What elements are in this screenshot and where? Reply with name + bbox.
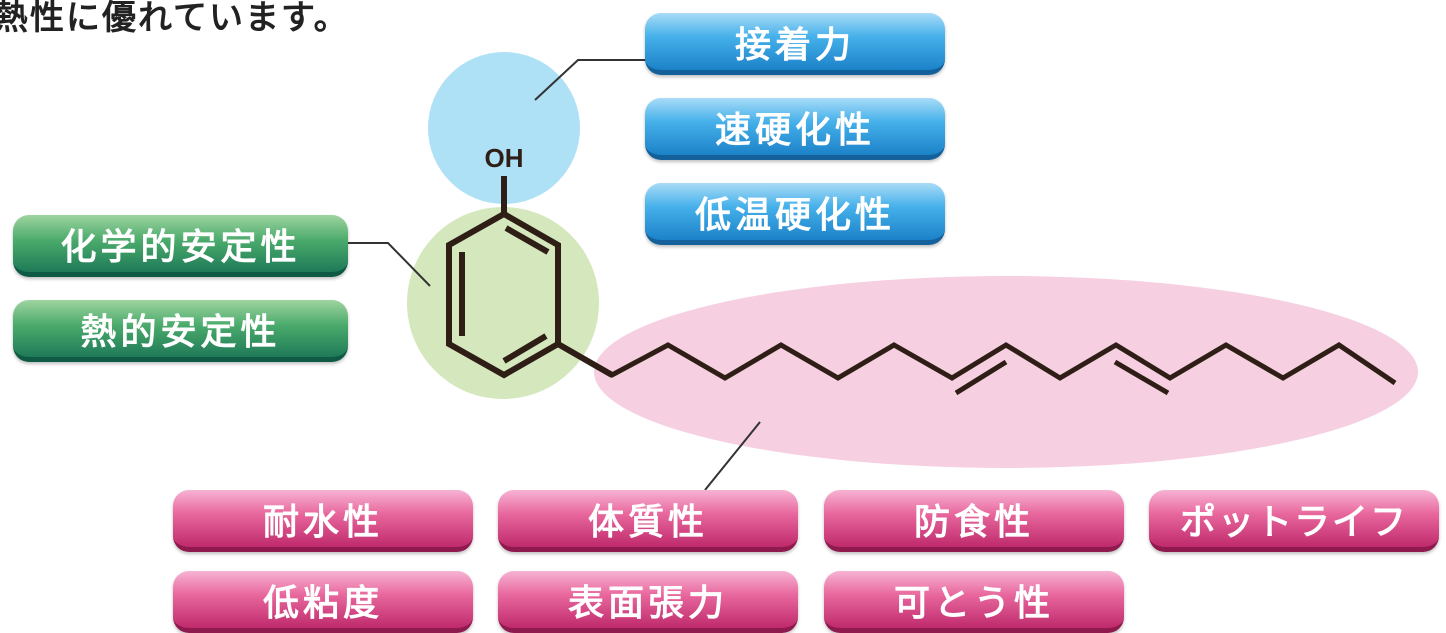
benzene-ring	[446, 176, 614, 379]
hydroxyl-highlight-circle	[428, 52, 580, 204]
tag-flexibility: 可とう性	[824, 571, 1124, 633]
tag-thermal-stability: 熱的安定性	[13, 300, 348, 362]
tag-surface-tension: 表面張力	[498, 571, 798, 633]
tag-chemical-stability: 化学的安定性	[13, 215, 348, 277]
tag-pot-life: ポットライフ	[1149, 490, 1439, 552]
tag-low-temp-curing: 低温硬化性	[645, 183, 945, 245]
tag-fast-curing: 速硬化性	[645, 98, 945, 160]
tag-water-resistance: 耐水性	[173, 490, 473, 552]
chain-highlight-ellipse	[594, 276, 1418, 468]
tag-low-viscosity: 低粘度	[173, 571, 473, 633]
double-bond-2	[1113, 359, 1170, 396]
double-bond-1	[954, 359, 1008, 396]
ring-leader-line	[348, 242, 431, 287]
hydroxyl-label: OH	[485, 143, 524, 173]
headline-text: 熱性に優れています。	[0, 0, 350, 38]
ring-chain-bond	[556, 341, 614, 378]
tag-adhesion: 接着力	[645, 13, 945, 75]
ring-highlight-circle	[407, 207, 599, 399]
hydroxyl-leader-line	[534, 59, 648, 101]
tag-constitution: 体質性	[498, 490, 798, 552]
tag-corrosion-protection: 防食性	[824, 490, 1124, 552]
chain-leader-line	[704, 421, 761, 491]
alkyl-chain	[602, 342, 1397, 396]
